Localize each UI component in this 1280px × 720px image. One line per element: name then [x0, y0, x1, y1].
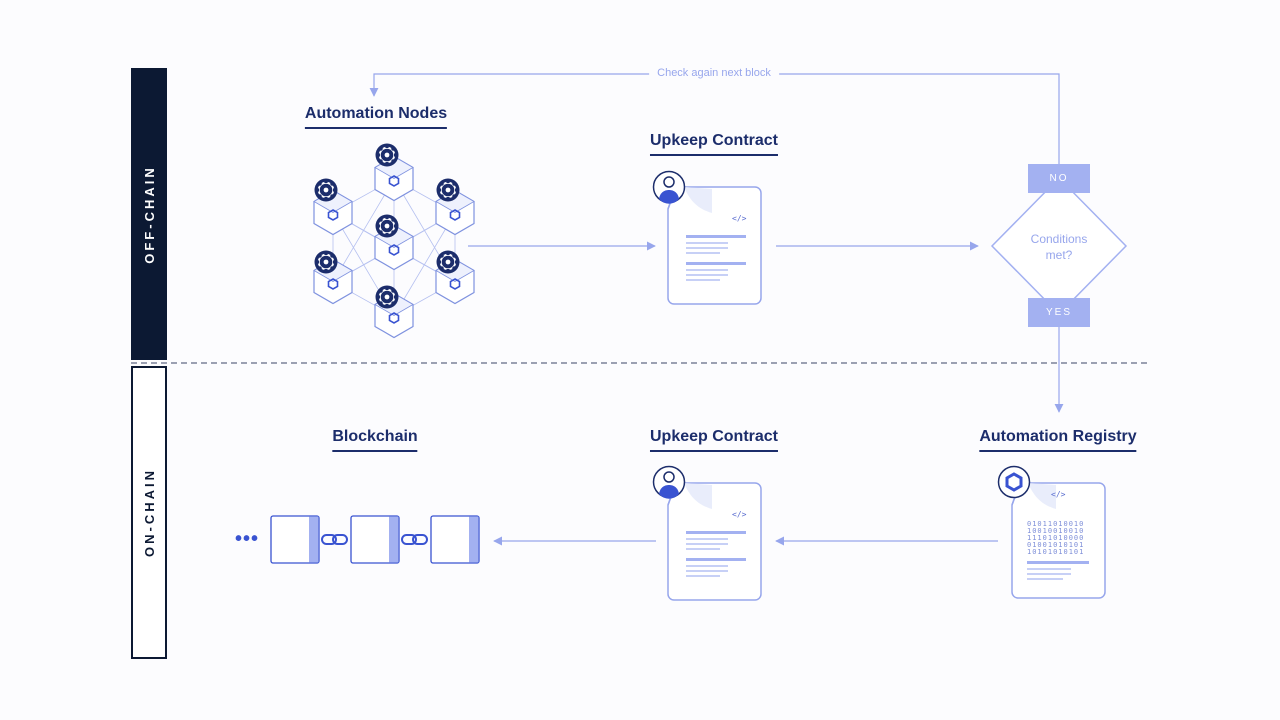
blockchain-title: Blockchain [332, 428, 418, 452]
automation-nodes [313, 143, 475, 339]
off-chain-lane-label: OFF-CHAIN [131, 68, 167, 360]
code-icon: </> [732, 510, 747, 519]
automation-nodes-title: Automation Nodes [304, 105, 448, 129]
chainlink-icon [449, 278, 461, 290]
decision-line-1: Conditions [1030, 232, 1088, 246]
off-chain-label-text: OFF-CHAIN [141, 164, 157, 264]
gear-icon [314, 178, 338, 202]
binary-line: 01011010010 [1027, 520, 1085, 528]
binary-line: 11101010000 [1027, 534, 1085, 542]
node-hex [435, 189, 475, 236]
chainlink-icon [449, 209, 461, 221]
binary-line: 01001010101 [1027, 541, 1085, 549]
no-badge: NO [1028, 164, 1090, 193]
binary-line: 10101010101 [1027, 548, 1085, 556]
chainlink-icon [327, 278, 339, 290]
upkeep-contract-document-bottom [667, 482, 762, 601]
chain-link-icon [401, 534, 428, 545]
gear-icon [375, 143, 399, 167]
binary-line: 10010010010 [1027, 527, 1085, 535]
gear-icon [375, 285, 399, 309]
yes-badge: YES [1028, 298, 1090, 327]
upkeep-contract-document-top [667, 186, 762, 305]
code-icon: </> [732, 214, 747, 223]
chainlink-icon [388, 244, 400, 256]
decision-text: Conditions met? [1031, 231, 1088, 263]
gear-icon [436, 250, 460, 274]
on-chain-lane-label: ON-CHAIN [131, 366, 167, 659]
gear-icon [436, 178, 460, 202]
automation-registry-title: Automation Registry [979, 428, 1137, 452]
block [350, 515, 400, 564]
chainlink-icon [327, 209, 339, 221]
node-hex [374, 155, 414, 202]
blockchain-ellipsis: ••• [235, 528, 260, 550]
block [270, 515, 320, 564]
check-again-label: Check again next block [649, 67, 779, 79]
gear-icon [314, 250, 338, 274]
chainlink-icon [388, 312, 400, 324]
upkeep-contract-title-top: Upkeep Contract [649, 132, 779, 156]
blockchain-blocks [270, 515, 480, 564]
chain-link-icon [321, 534, 348, 545]
decision-line-2: met? [1045, 248, 1073, 262]
on-chain-label-text: ON-CHAIN [141, 468, 157, 557]
user-icon [652, 465, 686, 499]
block [430, 515, 480, 564]
registry-binary-code: 01011010010 10010010010 11101010000 0100… [1027, 521, 1084, 556]
user-icon [652, 170, 686, 204]
automation-registry-document [1011, 482, 1106, 599]
code-icon: </> [1051, 490, 1066, 499]
chainlink-icon [997, 465, 1031, 499]
chainlink-icon [388, 175, 400, 187]
gear-icon [375, 214, 399, 238]
upkeep-contract-title-bottom: Upkeep Contract [649, 428, 779, 452]
